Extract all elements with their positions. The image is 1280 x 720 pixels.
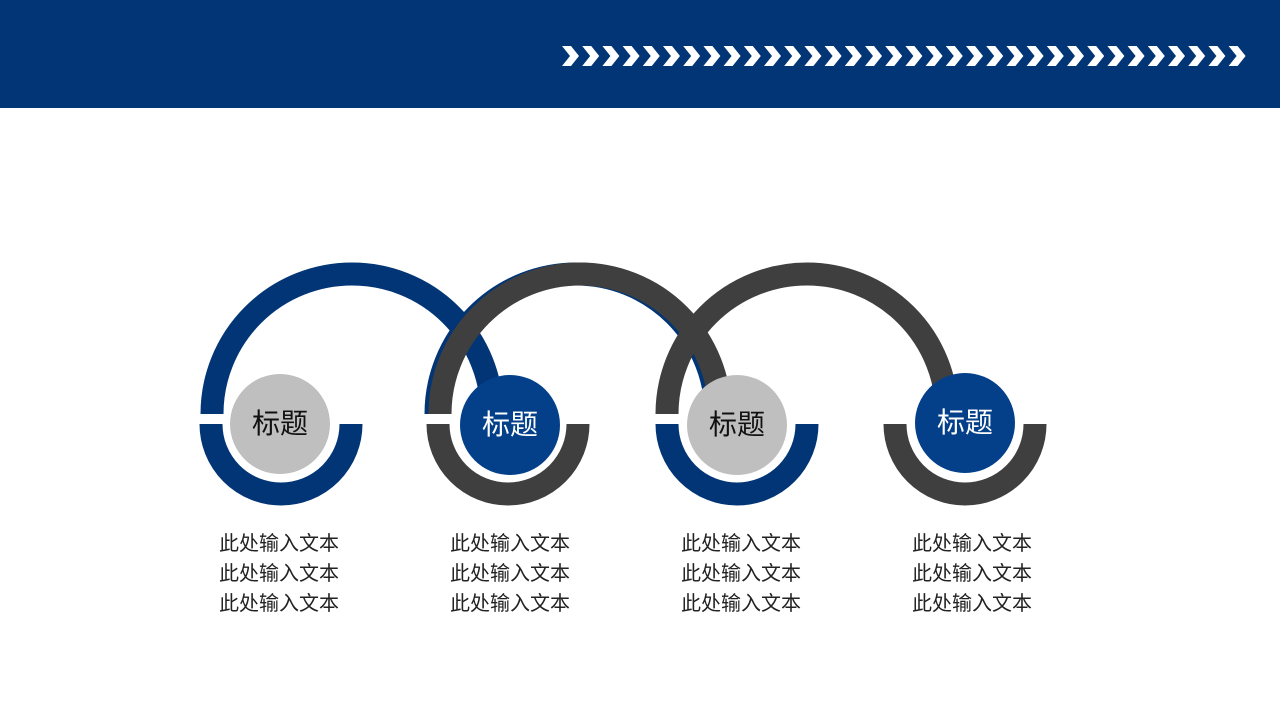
node-circle-3 — [687, 375, 787, 475]
chevron-right-icon — [642, 46, 660, 66]
chevron-right-icon — [1208, 46, 1226, 66]
description-block-3: 此处输入文本 此处输入文本 此处输入文本 — [661, 528, 821, 618]
node-title-2: 标题 — [481, 408, 538, 441]
description-block-2: 此处输入文本 此处输入文本 此处输入文本 — [430, 528, 590, 618]
node-circle-4 — [915, 373, 1015, 473]
u-curve-3 — [655, 423, 819, 506]
chevron-right-icon — [723, 46, 741, 66]
chevron-right-icon — [1188, 46, 1206, 66]
chevron-right-icon — [966, 46, 983, 66]
arch-3 — [428, 262, 732, 415]
description-line: 此处输入文本 — [912, 531, 1032, 555]
gap-1 — [198, 414, 226, 422]
chevron-right-icon — [582, 46, 600, 66]
chevron-right-icon — [1168, 46, 1185, 66]
arch-4 — [655, 262, 959, 415]
chevron-right-icon — [1006, 46, 1024, 66]
chevron-right-icon — [986, 46, 1004, 66]
node-title-1: 标题 — [251, 407, 308, 440]
chevron-right-icon — [824, 46, 842, 66]
description-line: 此处输入文本 — [681, 561, 801, 585]
chevron-right-icon — [1046, 46, 1064, 66]
chevron-right-icon — [925, 46, 943, 66]
node-title-4: 标题 — [936, 406, 993, 439]
description-line: 此处输入文本 — [681, 531, 801, 555]
chevron-right-icon — [1026, 46, 1044, 66]
chevron-right-icon — [602, 46, 620, 66]
description-line: 此处输入文本 — [219, 591, 339, 615]
chevron-right-icon — [844, 46, 862, 66]
description-line: 此处输入文本 — [681, 591, 801, 615]
chevron-right-icon — [743, 46, 761, 66]
arch-1 — [200, 262, 504, 415]
chevron-right-icon — [865, 46, 882, 66]
chevron-right-icon — [1107, 46, 1125, 66]
description-line: 此处输入文本 — [450, 591, 570, 615]
chevron-right-icon — [784, 46, 802, 66]
chevron-right-icon — [562, 46, 579, 66]
chevron-right-icon — [663, 46, 680, 66]
u-curve-2 — [426, 423, 590, 506]
gap-2 — [338, 414, 366, 422]
u-curve-4 — [883, 423, 1047, 506]
description-line: 此处输入文本 — [219, 531, 339, 555]
chevron-right-icon — [1228, 46, 1246, 66]
gap-5 — [426, 414, 454, 422]
description-line: 此处输入文本 — [912, 561, 1032, 585]
header-chevron-strip — [562, 46, 1246, 66]
chevron-right-icon — [764, 46, 781, 66]
chevron-right-icon — [1067, 46, 1084, 66]
chevron-right-icon — [804, 46, 822, 66]
node-title-3: 标题 — [708, 408, 765, 441]
description-line: 此处输入文本 — [450, 561, 570, 585]
chevron-right-icon — [1087, 46, 1105, 66]
description-line: 此处输入文本 — [219, 561, 339, 585]
chevron-right-icon — [905, 46, 923, 66]
chevron-right-icon — [945, 46, 963, 66]
gap-7 — [653, 414, 681, 422]
chevron-right-icon — [885, 46, 903, 66]
chevron-right-icon — [1147, 46, 1165, 66]
description-line: 此处输入文本 — [912, 591, 1032, 615]
node-circle-1 — [230, 374, 330, 474]
gap-8 — [793, 414, 821, 422]
chevron-right-icon — [683, 46, 701, 66]
chevron-right-icon — [1127, 46, 1145, 66]
u-curve-1 — [199, 423, 363, 506]
gap-4 — [562, 414, 590, 422]
chevron-right-icon — [622, 46, 640, 66]
description-block-1: 此处输入文本 此处输入文本 此处输入文本 — [199, 528, 359, 618]
chevron-right-icon — [703, 46, 721, 66]
header-band — [0, 0, 1280, 108]
description-block-4: 此处输入文本 此处输入文本 此处输入文本 — [892, 528, 1052, 618]
description-line: 此处输入文本 — [450, 531, 570, 555]
node-circle-2 — [460, 375, 560, 475]
